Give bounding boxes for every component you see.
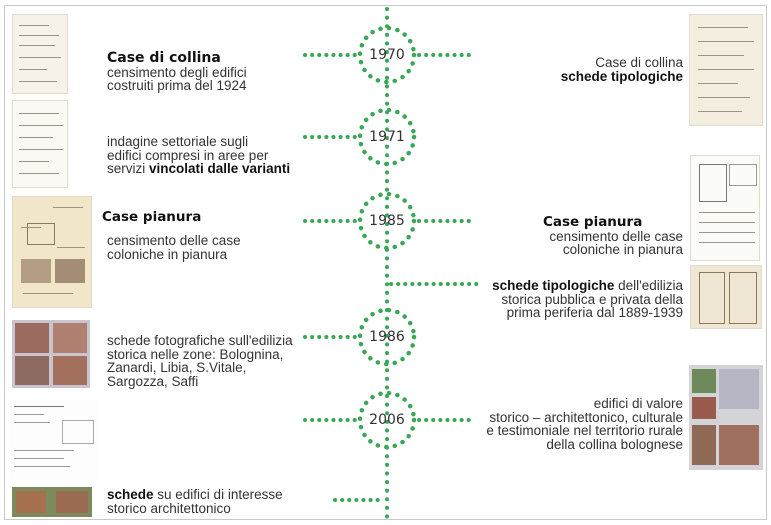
entry-1970-right: Case di collina schede tipologiche [463, 56, 683, 83]
entry-line: storico – architettonico, culturale [489, 409, 683, 425]
entry-line: edifici di valore [593, 396, 683, 411]
entry-line: servizi vincolati dalle varianti [107, 161, 291, 176]
entry-line: coloniche in pianura [107, 246, 228, 262]
entry-1985-right: Case pianura censimento delle case colon… [463, 214, 683, 257]
entry-line: censimento degli edifici [107, 64, 247, 80]
entry-line: Case di collina [595, 55, 683, 70]
entry-line: schede tipologiche dell'edilizia [492, 278, 683, 293]
survey-sheet-thumbnail [12, 196, 92, 308]
year-circle-1985 [357, 191, 417, 251]
diagram-frame [4, 5, 767, 520]
document-scan-thumbnail [12, 100, 68, 188]
entry-line: storica nelle zone: Bolognina, [107, 346, 284, 362]
entry-bold: vincolati dalle varianti [149, 161, 291, 176]
entry-line: censimento delle case [107, 233, 241, 248]
typology-sheet-thumbnail [690, 265, 762, 329]
entry-title: Case pianura [543, 214, 643, 230]
entry-2006-right: edifici di valore storico – architettoni… [443, 397, 683, 451]
entry-line: e testimoniale nel territorio rurale [486, 423, 683, 438]
entry-title: Case pianura [102, 209, 202, 225]
entry-line: schede fotografiche sull'edilizia [107, 333, 293, 348]
entry-line: censimento delle case [549, 228, 683, 244]
entry-1986-left: schede fotografiche sull'edilizia storic… [107, 334, 293, 388]
entry-line: Sargozza, Saffi [107, 373, 199, 389]
entry-line: prima periferia dal 1889-1939 [506, 305, 683, 320]
entry-bold: schede tipologiche [492, 278, 615, 293]
entry-1985-right-schede: schede tipologiche dell'edilizia storica… [443, 279, 683, 320]
entry-1971-left: indagine settoriale sugli edifici compre… [107, 135, 290, 176]
entry-line: schede su edifici di interesse [107, 487, 283, 502]
aerial-photo-thumbnail [12, 487, 92, 517]
catalog-record-thumbnail [10, 400, 98, 480]
entry-1985-left-body: censimento delle case coloniche in pianu… [107, 234, 241, 261]
document-scan-thumbnail [12, 14, 68, 94]
entry-line: Zanardi, Libia, S.Vitale, [107, 360, 247, 375]
year-label-2006: 2006 [369, 412, 405, 428]
entry-title: Case di collina [107, 50, 221, 66]
year-circle-2006 [357, 390, 417, 450]
entry-line: coloniche in pianura [562, 242, 683, 257]
entry-title: schede tipologiche [560, 68, 683, 84]
building-photos-thumbnail [12, 320, 90, 388]
entry-last-left: schede su edifici di interesse storico a… [107, 488, 283, 515]
year-label-1986: 1986 [369, 329, 405, 345]
year-circle-1971 [357, 107, 417, 167]
year-label-1985: 1985 [369, 213, 405, 229]
entry-1985-left: Case pianura [102, 209, 202, 225]
entry-line: storico architettonico [107, 500, 231, 516]
entry-line: della collina bolognese [546, 436, 683, 452]
year-label-1971: 1971 [369, 129, 405, 145]
entry-line: storica pubblica e privata della [501, 291, 683, 307]
entry-1970-left: Case di collina censimento degli edifici… [107, 50, 247, 93]
survey-sheet-thumbnail [690, 155, 760, 261]
entry-bold: schede [107, 487, 154, 502]
entry-line: costruiti prima del 1924 [107, 78, 247, 93]
entry-line: edifici compresi in aree per [107, 147, 269, 163]
year-circle-1986 [357, 307, 417, 367]
year-label-1970: 1970 [369, 47, 405, 63]
document-scan-thumbnail [689, 14, 763, 126]
year-circle-1970 [357, 25, 417, 85]
entry-line: indagine settoriale sugli [107, 134, 249, 149]
building-record-thumbnail [689, 365, 763, 470]
